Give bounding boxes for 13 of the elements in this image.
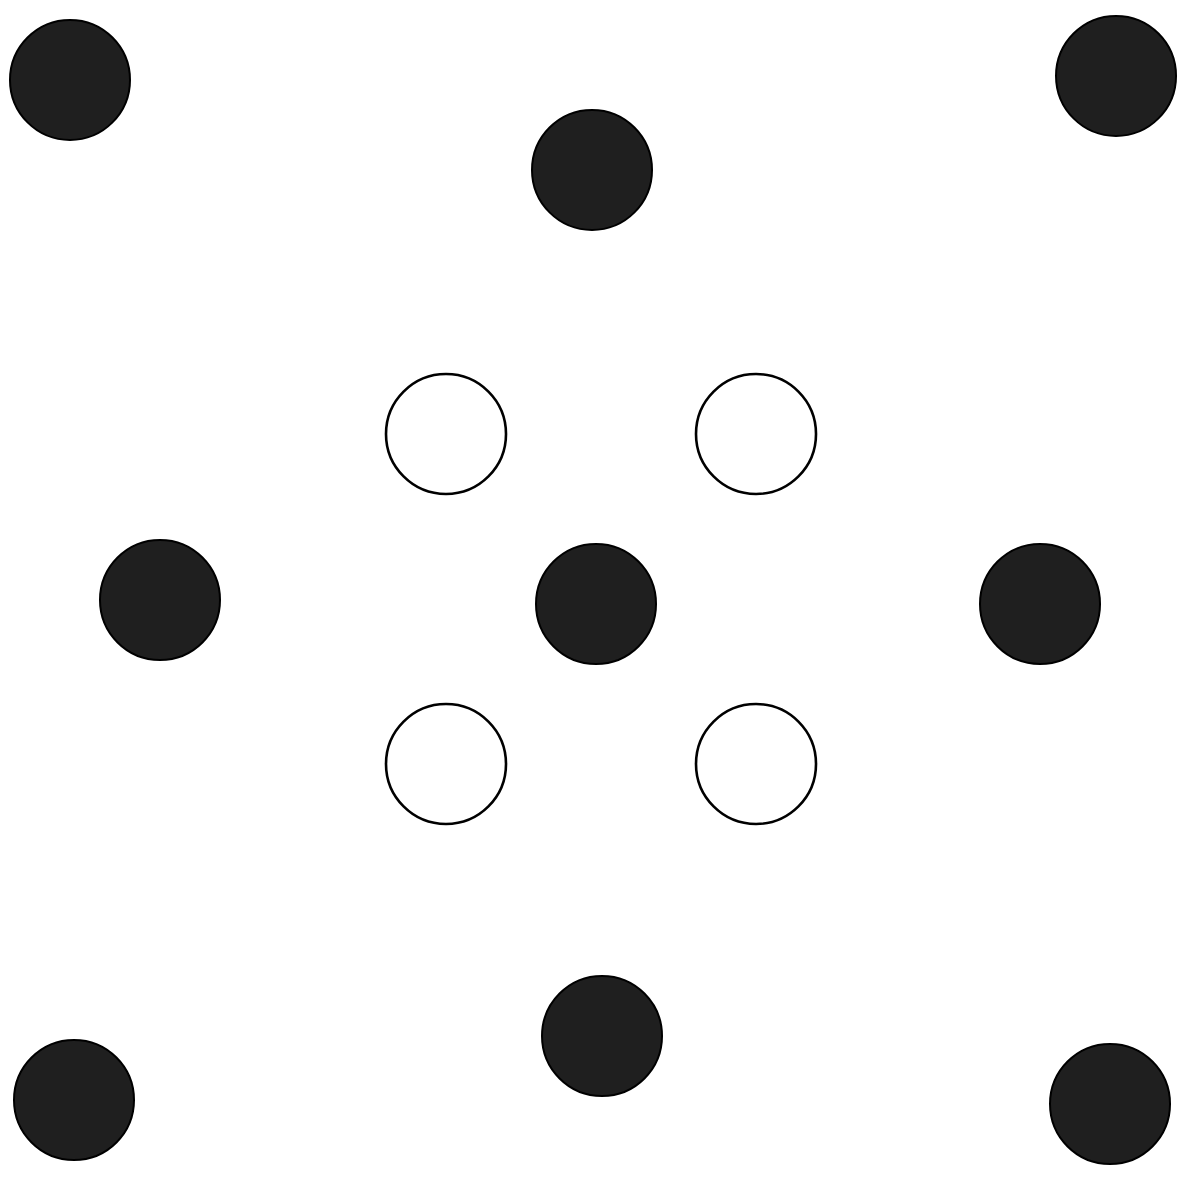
- hollow-circle: [384, 702, 508, 826]
- solid-circle: [1049, 1043, 1171, 1165]
- solid-circle: [99, 539, 221, 661]
- solid-circle: [541, 975, 663, 1097]
- hollow-circle: [694, 372, 818, 496]
- hollow-circle: [384, 372, 508, 496]
- hollow-circle: [694, 702, 818, 826]
- solid-circle: [1055, 15, 1177, 137]
- solid-circle: [531, 109, 653, 231]
- solid-circle: [535, 543, 657, 665]
- solid-circle: [13, 1039, 135, 1161]
- solid-circle: [9, 19, 131, 141]
- solid-circle: [979, 543, 1101, 665]
